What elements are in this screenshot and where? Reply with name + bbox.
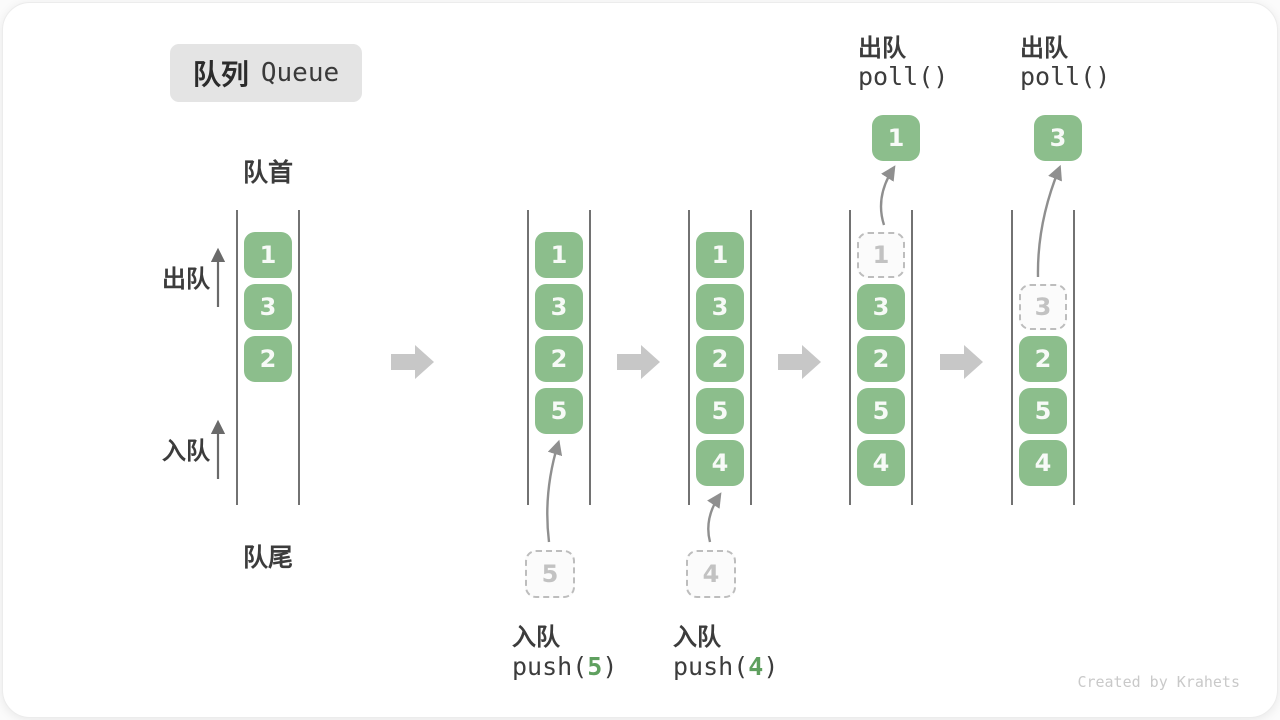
push-code-prefix: push( — [512, 652, 588, 681]
poll-code-label: poll() — [1020, 62, 1111, 91]
queue-cell: 3 — [696, 284, 744, 330]
queue-cell: 2 — [857, 336, 905, 382]
push-arrow — [546, 439, 563, 543]
push-code-prefix: push( — [673, 652, 749, 681]
push-code-label: push(4) — [673, 652, 778, 681]
queue-cell-staged: 4 — [686, 550, 736, 598]
watermark: Created by Krahets — [1077, 673, 1240, 691]
queue-cell: 4 — [857, 440, 905, 486]
polled-value-box: 1 — [872, 115, 920, 161]
dequeue-op-label: 出队 — [858, 35, 906, 62]
title-badge: 队列 Queue — [170, 44, 362, 102]
step-arrow — [617, 345, 660, 379]
push-code-label: push(5) — [512, 652, 617, 681]
queue-front-label: 队首 — [242, 159, 293, 187]
enqueue-side-label: 入队 — [162, 438, 210, 465]
push-code-suffix: ) — [602, 652, 618, 681]
queue-cell: 3 — [535, 284, 583, 330]
polled-value-box: 3 — [1034, 115, 1082, 161]
poll-arrow — [879, 165, 896, 226]
poll-arrow — [1036, 164, 1062, 278]
queue-rear-label: 队尾 — [242, 544, 293, 572]
queue-cell: 5 — [857, 388, 905, 434]
queue-cell: 1 — [696, 232, 744, 278]
push-arrow — [707, 492, 722, 543]
queue-cell-removed: 1 — [857, 232, 905, 278]
queue-cell: 1 — [535, 232, 583, 278]
poll-code-label: poll() — [858, 62, 949, 91]
queue-cell: 2 — [696, 336, 744, 382]
step-arrow — [940, 345, 983, 379]
queue-cell-removed: 3 — [1019, 284, 1067, 330]
queue-cell-staged: 5 — [525, 550, 575, 598]
title-en: Queue — [260, 58, 340, 88]
queue-cell: 3 — [244, 284, 292, 330]
push-arg-value: 4 — [748, 652, 764, 681]
dequeue-op-label: 出队 — [1020, 35, 1068, 62]
title-zh: 队列 — [192, 59, 249, 90]
queue-cell: 5 — [696, 388, 744, 434]
queue-cell: 4 — [696, 440, 744, 486]
dequeue-side-label: 出队 — [162, 266, 210, 293]
enqueue-op-label: 入队 — [673, 624, 721, 651]
push-arg-value: 5 — [587, 652, 603, 681]
queue-cell: 2 — [244, 336, 292, 382]
enqueue-op-label: 入队 — [512, 624, 560, 651]
queue-cell: 5 — [1019, 388, 1067, 434]
queue-cell: 2 — [1019, 336, 1067, 382]
queue-cell: 2 — [535, 336, 583, 382]
push-code-suffix: ) — [763, 652, 779, 681]
step-arrow — [778, 345, 821, 379]
queue-cell: 5 — [535, 388, 583, 434]
queue-cell: 4 — [1019, 440, 1067, 486]
step-arrow — [391, 345, 434, 379]
queue-cell: 1 — [244, 232, 292, 278]
queue-cell: 3 — [857, 284, 905, 330]
